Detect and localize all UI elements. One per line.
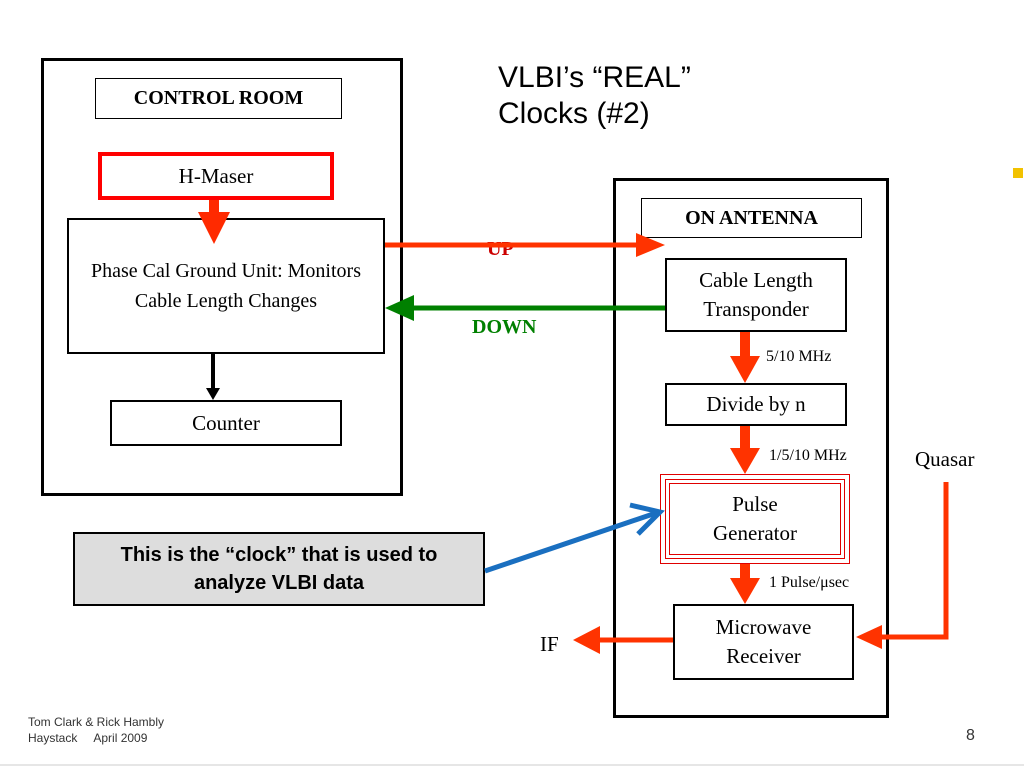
pulse-generator-box: Pulse Generator — [660, 474, 850, 564]
control-room-frame — [41, 58, 403, 496]
callout-box: This is the “clock” that is used to anal… — [73, 532, 485, 606]
antenna-heading: ON ANTENNA — [641, 198, 862, 238]
pulse-rate-label: 1 Pulse/μsec — [769, 574, 850, 591]
counter-box: Counter — [110, 400, 342, 446]
footer-credits: Tom Clark & Rick Hambly Haystack April 2… — [28, 714, 164, 746]
footer-place-date: Haystack April 2009 — [28, 731, 148, 745]
microwave-receiver-box: Microwave Receiver — [673, 604, 854, 680]
freq-label-2: 1/5/10 MHz — [769, 447, 847, 464]
down-label: DOWN — [472, 316, 537, 338]
freq-label-1: 5/10 MHz — [766, 348, 832, 365]
page-number: 8 — [966, 727, 975, 744]
phase-cal-ground-unit-box: Phase Cal Ground Unit: Monitors Cable Le… — [67, 218, 385, 354]
if-label: IF — [540, 632, 559, 656]
up-label: UP — [487, 238, 514, 260]
footer-authors: Tom Clark & Rick Hambly — [28, 715, 165, 729]
decorative-mark-icon — [1013, 168, 1023, 178]
quasar-label: Quasar — [915, 447, 975, 471]
antenna-frame — [613, 178, 889, 718]
cable-length-transponder-box: Cable Length Transponder — [665, 258, 847, 332]
footer-divider — [0, 764, 1024, 766]
title-line-2: Clocks (#2) — [498, 97, 650, 130]
h-maser-box: H-Maser — [98, 152, 334, 200]
control-room-heading: CONTROL ROOM — [95, 78, 342, 119]
slide-title: VLBI’s “REAL” Clocks (#2) — [498, 60, 691, 132]
title-line-1: VLBI’s “REAL” — [498, 61, 691, 94]
divide-by-n-box: Divide by n — [665, 383, 847, 426]
